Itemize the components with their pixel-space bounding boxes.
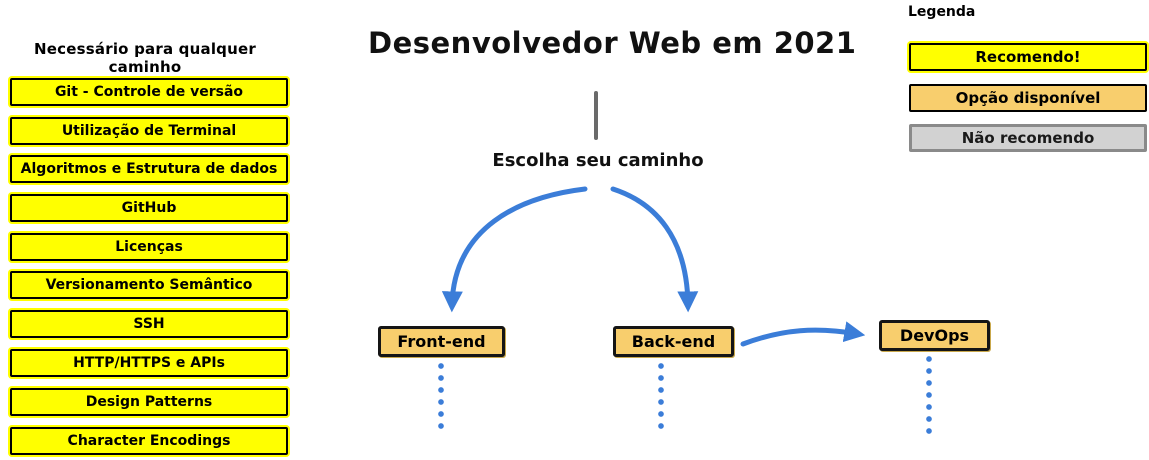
devops-dotted-line	[926, 356, 932, 440]
node-backend: Back-end	[613, 326, 734, 357]
required-item-encodings: Character Encodings	[10, 427, 288, 455]
required-item-ssh: SSH	[10, 310, 288, 338]
arrow-to-devops	[740, 321, 866, 347]
required-item-terminal: Utilização de Terminal	[10, 117, 288, 145]
required-item-http: HTTP/HTTPS e APIs	[10, 349, 288, 377]
title-connector-line	[594, 91, 598, 140]
required-item-semver: Versionamento Semântico	[10, 271, 288, 299]
arrow-to-backend	[610, 186, 699, 313]
node-frontend: Front-end	[378, 326, 505, 357]
arrow-to-frontend	[441, 186, 588, 313]
node-devops: DevOps	[879, 320, 990, 351]
required-item-github: GitHub	[10, 194, 288, 222]
required-item-algorithms: Algoritmos e Estrutura de dados	[10, 155, 288, 183]
required-item-licenses: Licenças	[10, 233, 288, 261]
legend-item-not-recommended: Não recomendo	[909, 124, 1147, 152]
backend-dotted-line	[658, 363, 664, 435]
legend-item-available-option: Opção disponível	[909, 84, 1147, 112]
required-item-patterns: Design Patterns	[10, 388, 288, 416]
page-title: Desenvolvedor Web em 2021	[368, 26, 857, 60]
required-item-git: Git - Controle de versão	[10, 78, 288, 106]
legend-item-recommended: Recomendo!	[909, 43, 1147, 71]
frontend-dotted-line	[438, 363, 444, 435]
legend-heading: Legenda	[908, 4, 976, 20]
required-panel-heading: Necessário para qualquer caminho	[34, 40, 256, 76]
choose-path-label: Escolha seu caminho	[492, 150, 704, 171]
